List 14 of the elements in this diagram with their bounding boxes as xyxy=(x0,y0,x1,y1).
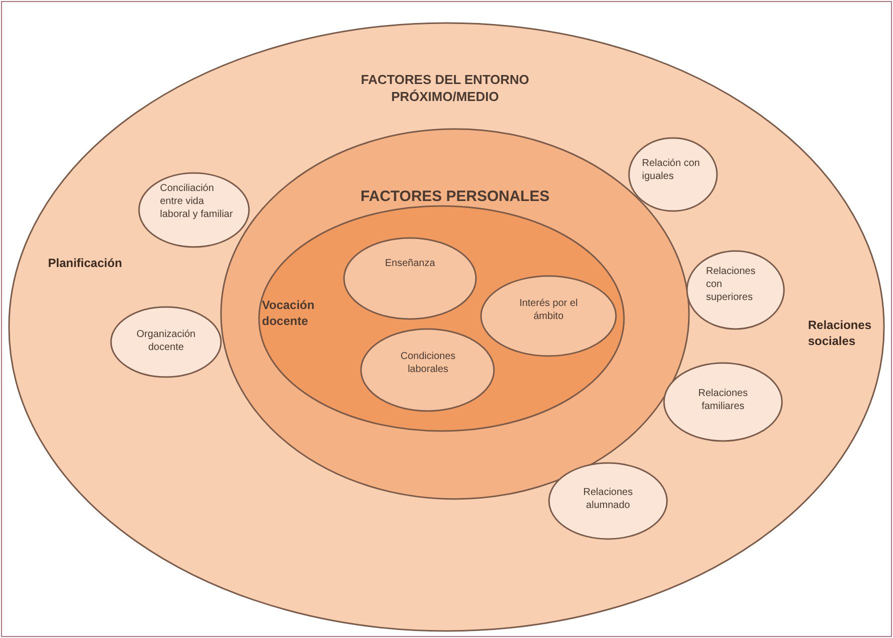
heading-text: FACTORES DEL ENTORNO PRÓXIMO/MEDIO xyxy=(360,72,530,106)
ellipse-label: Organización docente xyxy=(136,328,196,354)
heading-text: Vocación docente xyxy=(262,298,316,330)
ellipse-label: Condiciones laborales xyxy=(399,350,457,376)
ellipse-label: Relaciones alumnado xyxy=(582,486,634,512)
ellipse-label: Conciliación entre vida laboral y familiar xyxy=(160,182,234,221)
ellipse-label: Relaciones con superiores xyxy=(706,265,756,304)
ellipse-label: Relación con iguales xyxy=(642,157,701,183)
ellipse-label: Enseñanza xyxy=(384,257,436,270)
region-label: Relaciones sociales xyxy=(808,318,872,350)
ellipse-label: Interés por el ámbito xyxy=(518,297,579,323)
heading-text: FACTORES PERSONALES xyxy=(360,187,550,206)
ellipse-label: Relaciones familiares xyxy=(697,387,749,413)
region-label: Planificación xyxy=(48,256,124,272)
